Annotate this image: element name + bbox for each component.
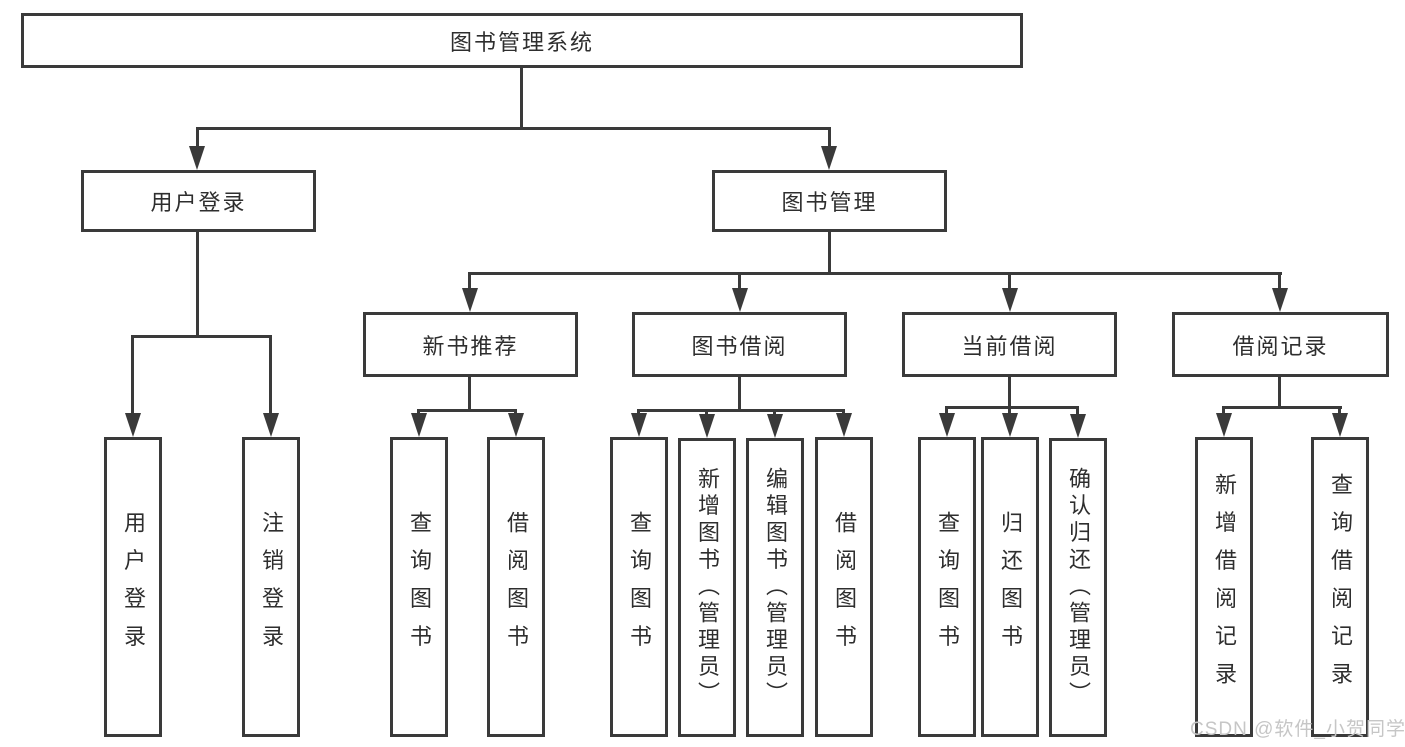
connector-bookmgmt-stem [828, 232, 831, 275]
arrowhead-bb-borrow [836, 413, 852, 437]
arrowhead-user-login [189, 146, 205, 170]
connector-cb-drop-3 [1076, 406, 1079, 418]
leaf-cb-query-books-label: 查询图书 [935, 511, 960, 663]
connector-cb-drop-2 [1008, 406, 1011, 418]
leaf-user-login-label: 用户登录 [121, 511, 146, 663]
connector-br-drop-2 [1338, 406, 1341, 418]
connector-bookmgmt-drop-1 [468, 272, 471, 292]
watermark-text: CSDN @软件_小贺同学 [1190, 719, 1405, 740]
connector-bb-rail [637, 409, 845, 412]
connector-bookmgmt-drop-4 [1278, 272, 1281, 292]
node-book-borrow-label: 图书借阅 [691, 333, 788, 359]
connector-cb-drop-1 [945, 406, 948, 418]
leaf-bb-add-books-admin-label: 新增图书（管理员） [695, 466, 720, 709]
leaf-nbr-query-books: 查询图书 [390, 437, 448, 737]
connector-root-drop-left [196, 127, 199, 155]
leaf-nbr-query-books-label: 查询图书 [407, 511, 432, 663]
leaf-bb-edit-books-admin-label: 编辑图书（管理员） [763, 466, 788, 709]
connector-nbr-stem [468, 377, 471, 412]
leaf-cb-return-books-label: 归还图书 [998, 511, 1023, 663]
node-new-book-recommend-label: 新书推荐 [422, 333, 519, 359]
node-root: 图书管理系统 [21, 13, 1023, 68]
node-book-borrow: 图书借阅 [632, 312, 847, 377]
node-root-label: 图书管理系统 [449, 29, 594, 55]
arrowhead-leaf-user-login [125, 413, 141, 437]
leaf-br-query-record-label: 查询借阅记录 [1328, 473, 1353, 701]
leaf-bb-add-books-admin: 新增图书（管理员） [678, 438, 736, 737]
node-book-management-label: 图书管理 [781, 190, 878, 215]
connector-userlogin-drop-2 [269, 335, 272, 417]
leaf-nbr-borrow-books-label: 借阅图书 [504, 511, 529, 663]
arrowhead-current-borrow [1002, 288, 1018, 312]
leaf-cb-confirm-return-admin-label: 确认归还（管理员） [1066, 466, 1091, 709]
node-current-borrow: 当前借阅 [902, 312, 1117, 377]
node-user-login-label: 用户登录 [150, 190, 247, 215]
leaf-nbr-borrow-books: 借阅图书 [487, 437, 545, 737]
leaf-cb-query-books: 查询图书 [918, 437, 976, 737]
connector-bookmgmt-drop-2 [738, 272, 741, 292]
leaf-bb-borrow-books-label: 借阅图书 [832, 511, 857, 663]
connector-userlogin-rail [131, 335, 272, 338]
connector-br-drop-1 [1222, 406, 1225, 418]
leaf-logout: 注销登录 [242, 437, 300, 737]
connector-bookmgmt-rail [468, 272, 1282, 275]
connector-root-stem [520, 68, 523, 130]
leaf-br-add-record-label: 新增借阅记录 [1212, 473, 1237, 701]
leaf-user-login: 用户登录 [104, 437, 162, 737]
leaf-bb-edit-books-admin: 编辑图书（管理员） [746, 438, 804, 737]
node-current-borrow-label: 当前借阅 [961, 333, 1058, 359]
node-borrow-records-label: 借阅记录 [1232, 333, 1329, 359]
arrowhead-cb-query [939, 413, 955, 437]
leaf-bb-query-books-label: 查询图书 [627, 511, 652, 663]
arrowhead-br-query [1332, 413, 1348, 437]
connector-bookmgmt-drop-3 [1008, 272, 1011, 292]
arrowhead-book-borrow [732, 288, 748, 312]
connector-cb-stem [1008, 377, 1011, 409]
node-book-management: 图书管理 [712, 170, 947, 232]
connector-br-stem [1278, 377, 1281, 409]
leaf-cb-confirm-return-admin: 确认归还（管理员） [1049, 438, 1107, 737]
arrowhead-leaf-logout [263, 413, 279, 437]
leaf-cb-return-books: 归还图书 [981, 437, 1039, 737]
arrowhead-nbr-borrow [508, 413, 524, 437]
arrowhead-bb-query [631, 413, 647, 437]
leaf-bb-query-books: 查询图书 [610, 437, 668, 737]
arrowhead-bb-edit [767, 414, 783, 438]
arrowhead-bb-add [699, 414, 715, 438]
arrowhead-nbr-query [411, 413, 427, 437]
node-borrow-records: 借阅记录 [1172, 312, 1389, 377]
arrowhead-cb-confirm [1070, 414, 1086, 438]
connector-userlogin-stem [196, 232, 199, 338]
node-new-book-recommend: 新书推荐 [363, 312, 578, 377]
leaf-logout-label: 注销登录 [259, 511, 284, 663]
connector-br-rail [1222, 406, 1342, 409]
arrowhead-borrow-records [1272, 288, 1288, 312]
connector-nbr-rail [417, 409, 517, 412]
connector-cb-rail [945, 406, 1079, 409]
arrowhead-new-book-recommend [462, 288, 478, 312]
connector-bb-stem [738, 377, 741, 412]
leaf-br-query-record: 查询借阅记录 [1311, 437, 1369, 737]
connector-root-rail [196, 127, 831, 130]
arrowhead-br-add [1216, 413, 1232, 437]
arrowhead-cb-return [1002, 413, 1018, 437]
connector-userlogin-drop-1 [131, 335, 134, 417]
leaf-bb-borrow-books: 借阅图书 [815, 437, 873, 737]
node-user-login: 用户登录 [81, 170, 316, 232]
connector-root-drop-right [828, 127, 831, 155]
arrowhead-book-management [821, 146, 837, 170]
leaf-br-add-record: 新增借阅记录 [1195, 437, 1253, 737]
